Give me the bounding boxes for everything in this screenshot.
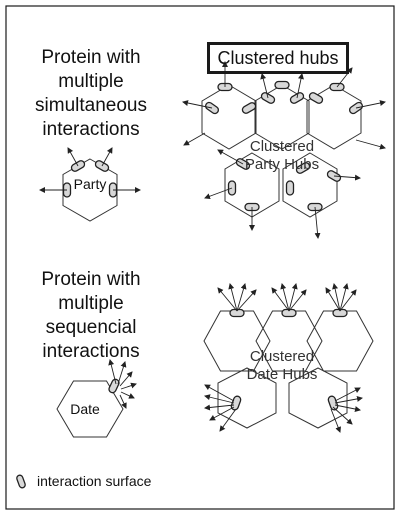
party-protein-heading: Protein with multiple simultaneous inter… bbox=[35, 47, 147, 140]
interaction-arrow bbox=[280, 283, 290, 312]
interaction-arrow bbox=[183, 132, 206, 146]
date-cluster-hexagon bbox=[288, 367, 348, 429]
interaction-arrow bbox=[67, 147, 79, 167]
interaction-arrow bbox=[119, 371, 133, 387]
interaction-arrow bbox=[228, 283, 238, 312]
interaction-arrow bbox=[336, 67, 353, 88]
interaction-arrow bbox=[260, 73, 269, 99]
party-cluster-hexagon bbox=[306, 84, 362, 150]
interaction-arrow bbox=[332, 406, 353, 425]
interaction-arrow bbox=[296, 73, 304, 99]
clustered-party-hubs-label: Clustered Party Hubs bbox=[244, 138, 320, 173]
interaction-surface bbox=[108, 378, 120, 394]
interaction-surface bbox=[285, 180, 295, 196]
date-cluster-hexagon bbox=[306, 310, 374, 372]
interaction-arrow bbox=[217, 287, 238, 312]
interaction-arrow bbox=[288, 283, 298, 312]
date-cluster-hexagon bbox=[255, 310, 323, 372]
date-cluster-hexagon bbox=[217, 367, 277, 429]
interaction-surface bbox=[230, 395, 242, 411]
interaction-arrow bbox=[204, 404, 235, 411]
party-hub-label: Party bbox=[73, 176, 107, 192]
party-cluster-hexagon bbox=[254, 84, 310, 150]
interaction-arrow bbox=[204, 187, 233, 200]
sequential-protein-heading: Protein with multiple sequencial interac… bbox=[41, 269, 141, 362]
interaction-arrow bbox=[204, 384, 235, 402]
interaction-surface bbox=[241, 102, 257, 114]
interaction-surface bbox=[274, 80, 290, 90]
interaction-arrow bbox=[271, 287, 290, 312]
interaction-arrow bbox=[108, 359, 117, 385]
interaction-arrow bbox=[314, 206, 321, 239]
interaction-arrow bbox=[236, 289, 257, 312]
interaction-surface bbox=[308, 92, 324, 104]
interaction-arrow bbox=[219, 408, 237, 432]
interaction-arrow bbox=[120, 391, 135, 399]
interaction-arrow bbox=[209, 406, 235, 421]
interaction-arrow bbox=[355, 100, 386, 109]
interaction-arrow bbox=[339, 289, 357, 312]
party-hexagon bbox=[62, 158, 118, 222]
outer-frame bbox=[5, 5, 395, 510]
interaction-arrow bbox=[119, 394, 127, 409]
interaction-arrow bbox=[120, 382, 137, 390]
interaction-arrow bbox=[325, 287, 341, 312]
interaction-arrow bbox=[334, 387, 361, 402]
party-cluster-hexagon bbox=[282, 152, 338, 218]
interaction-surface-icon bbox=[16, 474, 26, 489]
interaction-arrow bbox=[236, 283, 247, 312]
interaction-arrow bbox=[355, 139, 386, 150]
interaction-arrow bbox=[334, 404, 361, 412]
interaction-arrow bbox=[182, 100, 213, 109]
interaction-arrow bbox=[288, 289, 307, 312]
interaction-arrow bbox=[204, 394, 235, 404]
interaction-arrow bbox=[339, 283, 349, 312]
interaction-arrow bbox=[330, 408, 341, 433]
date-hexagon bbox=[56, 380, 124, 438]
interaction-arrow bbox=[334, 395, 363, 404]
interaction-arrow bbox=[333, 174, 361, 181]
clustered-hubs-title: Clustered hubs bbox=[207, 42, 349, 74]
date-hub-label: Date bbox=[70, 401, 100, 417]
interaction-arrow bbox=[332, 283, 341, 312]
interaction-surface bbox=[295, 162, 311, 174]
interaction-arrow bbox=[101, 147, 113, 167]
clustered-date-hubs-label: Clustered Date Hubs bbox=[246, 348, 318, 383]
interaction-arrow bbox=[217, 149, 244, 165]
party-cluster-hexagon bbox=[201, 84, 257, 150]
interaction-arrow bbox=[117, 361, 127, 385]
legend-label: interaction surface bbox=[37, 473, 152, 489]
